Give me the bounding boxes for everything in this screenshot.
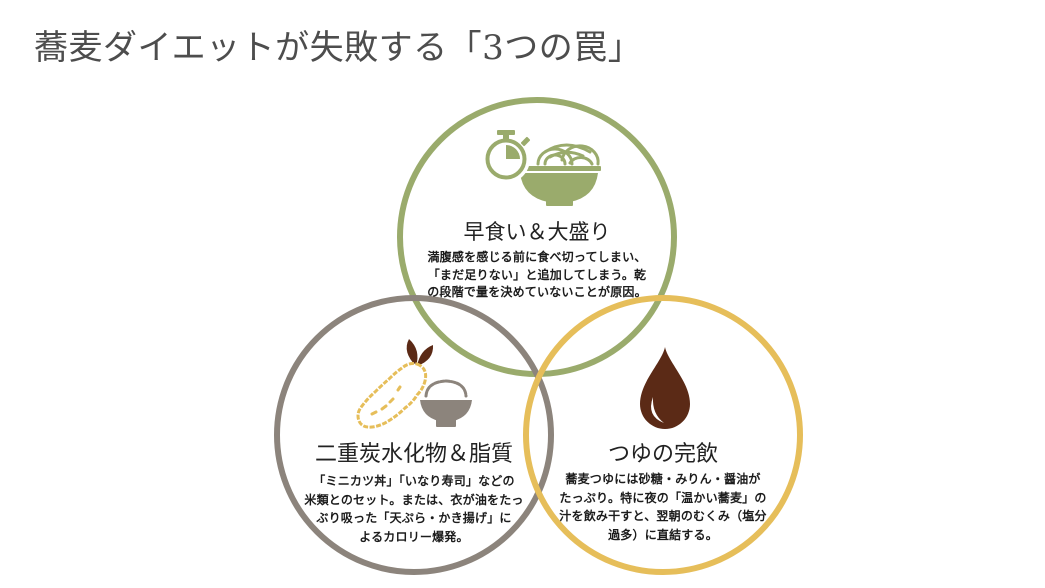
circle-yellow	[523, 295, 803, 575]
description-line: 満腹感を感じる前に食べ切ってしまい、	[427, 250, 647, 264]
trap-heading: 早食い＆大盛り	[463, 220, 611, 244]
trap-heading: つゆの完飲	[607, 442, 718, 467]
description-line: 蕎麦つゆには砂糖・みりん・醤油が	[565, 472, 761, 486]
trap-description: 「ミニカツ丼」「いなり寿司」などの 米類とのセット。または、衣が油をたっ ぶり吸…	[284, 472, 544, 546]
trap-speed-eating: 早食い＆大盛り 満腹感を感じる前に食べ切ってしまい、 「まだ足りない」と追加して…	[407, 219, 667, 302]
noodles-icon	[536, 143, 600, 166]
stopwatch-noodle-bowl-icon	[482, 130, 601, 206]
tempura-icon	[356, 362, 428, 429]
trap-description: 満腹感を感じる前に食べ切ってしまい、 「まだ足りない」と追加してしまう。乾 の段…	[407, 249, 667, 302]
noodle-bowl-icon	[517, 166, 601, 206]
trap-description: 蕎麦つゆには砂糖・みりん・醤油が たっぷり。特に夜の「温かい蕎麦」の 汁を飲み干…	[533, 470, 793, 544]
description-line: 「ミニカツ丼」「いなり寿司」などの	[313, 474, 515, 488]
rice-bowl-icon	[420, 379, 472, 427]
description-line: 過多）に直結する。	[608, 527, 718, 542]
description-line: ぶり吸った「天ぷら・かき揚げ」に	[316, 511, 512, 525]
circle-gray	[274, 295, 554, 575]
description-line: よるカロリー爆発。	[359, 529, 469, 544]
page-title: 蕎麦ダイエットが失敗する「3つの罠」	[34, 28, 643, 68]
description-line: 汁を飲み干すと、翌朝のむくみ（塩分	[559, 509, 767, 523]
tempura-rice-bowl-icon	[356, 339, 472, 429]
trap-double-carbs: 二重炭水化物＆脂質 「ミニカツ丼」「いなり寿司」などの 米類とのセット。または、…	[284, 442, 544, 546]
trap-heading: 二重炭水化物＆脂質	[314, 442, 513, 467]
trap-drinking-soup: つゆの完飲 蕎麦つゆには砂糖・みりん・醤油が たっぷり。特に夜の「温かい蕎麦」の…	[533, 442, 793, 544]
stopwatch-icon	[485, 130, 531, 180]
description-line: の段階で量を決めていないことが原因。	[427, 285, 647, 299]
description-line: たっぷり。特に夜の「温かい蕎麦」の	[559, 490, 767, 505]
soup-drop-icon	[640, 347, 690, 429]
shrimp-tail-icon	[406, 339, 434, 366]
description-line: 「まだ足りない」と追加してしまう。乾	[427, 267, 647, 282]
description-line: 米類とのセット。または、衣が油をたっ	[304, 492, 524, 507]
